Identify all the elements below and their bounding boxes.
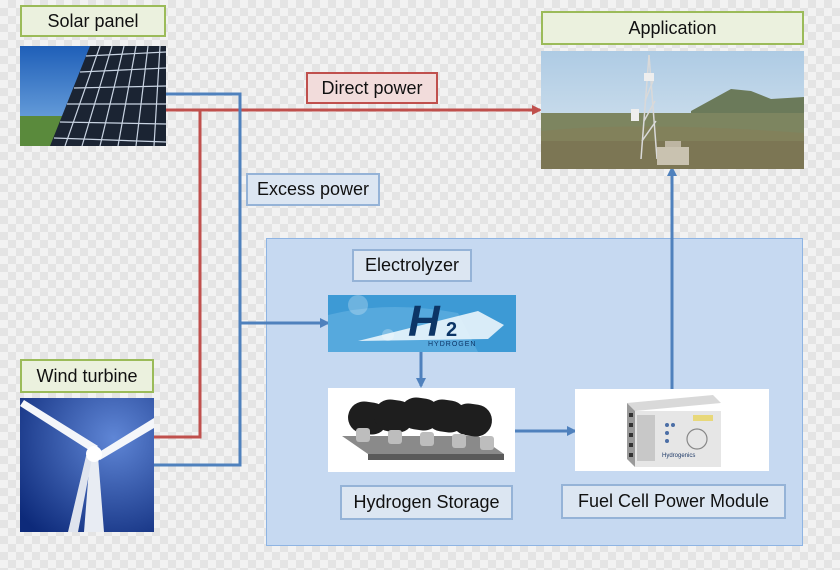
excess-power-line-solar: [166, 92, 242, 323]
direct-power-line-wind: [154, 110, 202, 439]
direct-power-label: Direct power: [306, 72, 438, 104]
hydrogen-storage-label: Hydrogen Storage: [340, 485, 513, 520]
electrolyzer-image: H 2 HYDROGEN: [328, 295, 516, 352]
wind-turbine-image: [20, 398, 154, 532]
h2-tagline: HYDROGEN: [428, 341, 477, 348]
fuel-cell-image: Hydrogenics: [575, 389, 769, 471]
wind-turbine-label: Wind turbine: [20, 359, 154, 393]
h2-subscript: 2: [446, 319, 458, 341]
solar-panel-image: [20, 46, 166, 146]
solar-panel-label: Solar panel: [20, 5, 166, 37]
electrolyzer-label: Electrolyzer: [352, 249, 472, 282]
fuel-cell-brand: Hydrogenics: [662, 453, 696, 459]
application-label: Application: [541, 11, 804, 45]
application-image: [541, 51, 804, 169]
h2-symbol: H: [408, 297, 440, 346]
excess-power-label: Excess power: [246, 173, 380, 206]
excess-power-line-wind: [154, 323, 242, 467]
hydrogen-storage-image: [328, 388, 515, 472]
fuel-cell-label: Fuel Cell Power Module: [561, 484, 786, 519]
